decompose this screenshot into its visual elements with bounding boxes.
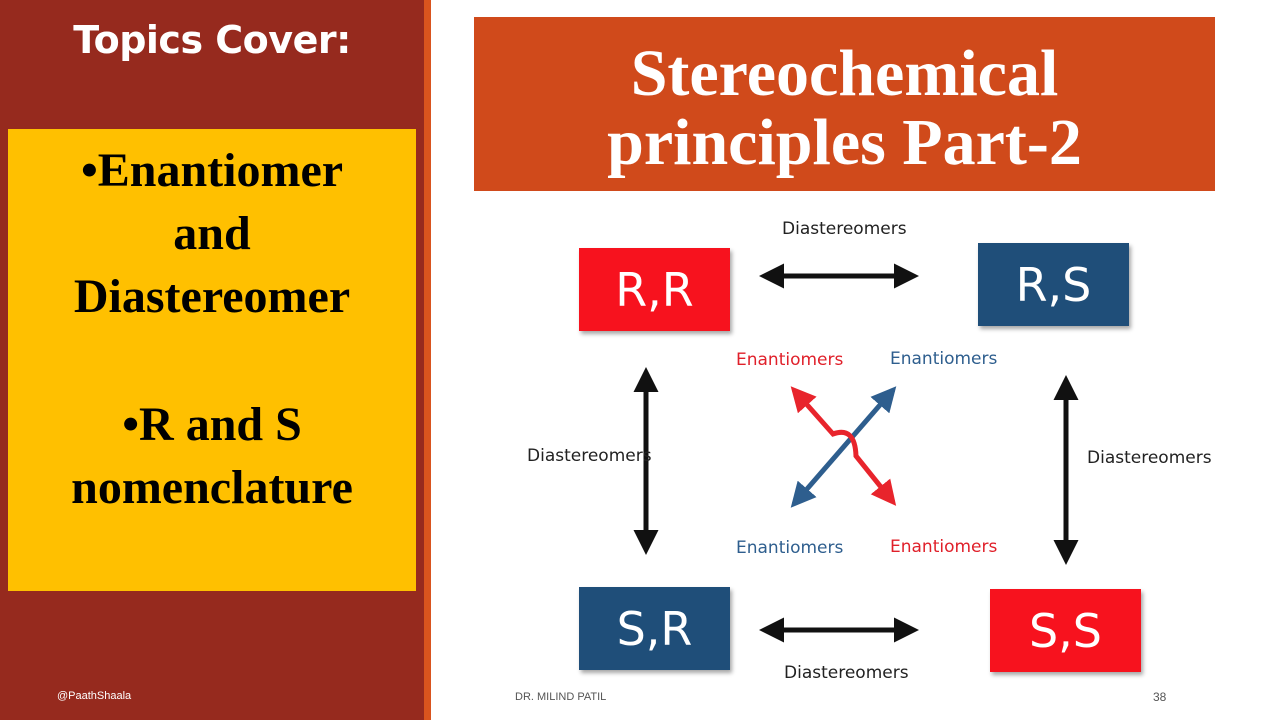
label-enantiomers-top-right: Enantiomers <box>890 349 998 369</box>
footer-author: DR. MILIND PATIL <box>515 691 607 703</box>
arrow-enantio-red <box>790 386 897 506</box>
label-enantiomers-bottom-left: Enantiomers <box>736 538 844 558</box>
topics-title: Topics Cover: <box>73 18 351 62</box>
topic-line: •R and S <box>122 398 302 451</box>
label-enantiomers-bottom-right: Enantiomers <box>890 537 998 557</box>
footer-watermark: @PaathShaala <box>57 690 132 702</box>
topic-line: nomenclature <box>71 461 353 514</box>
box-rs: R,S <box>978 243 1129 326</box>
title-line-1: Stereochemical <box>630 37 1059 110</box>
topic-line: and <box>173 207 251 260</box>
stereoisomer-diagram: R,R R,S S,R S,S Diastereomers Diastereom… <box>470 200 1230 700</box>
panel-divider <box>424 0 431 720</box>
topic-bullet-nomenclature: •R and S nomenclature <box>8 393 416 519</box>
topic-line: •Enantiomer <box>80 144 344 197</box>
label-diastereomers-right: Diastereomers <box>1087 448 1212 468</box>
topic-bullet-enantiomer: •Enantiomer and Diastereomer <box>8 139 416 328</box>
label-diastereomers-bottom: Diastereomers <box>784 663 909 683</box>
title-box: Stereochemical principles Part-2 <box>474 17 1215 191</box>
title-line-2: principles Part-2 <box>607 106 1082 179</box>
label-enantiomers-top-left: Enantiomers <box>736 350 844 370</box>
slide-title: Stereochemical principles Part-2 <box>474 39 1215 177</box>
box-sr: S,R <box>579 587 730 670</box>
box-ss: S,S <box>990 589 1141 672</box>
slide-number: 38 <box>1153 690 1167 704</box>
label-diastereomers-left: Diastereomers <box>527 446 652 466</box>
box-rr: R,R <box>579 248 730 331</box>
topic-line: Diastereomer <box>73 270 351 323</box>
topics-box: •Enantiomer and Diastereomer •R and S no… <box>8 129 416 591</box>
label-diastereomers-top: Diastereomers <box>782 219 907 239</box>
diagram-arrows <box>633 263 1079 643</box>
